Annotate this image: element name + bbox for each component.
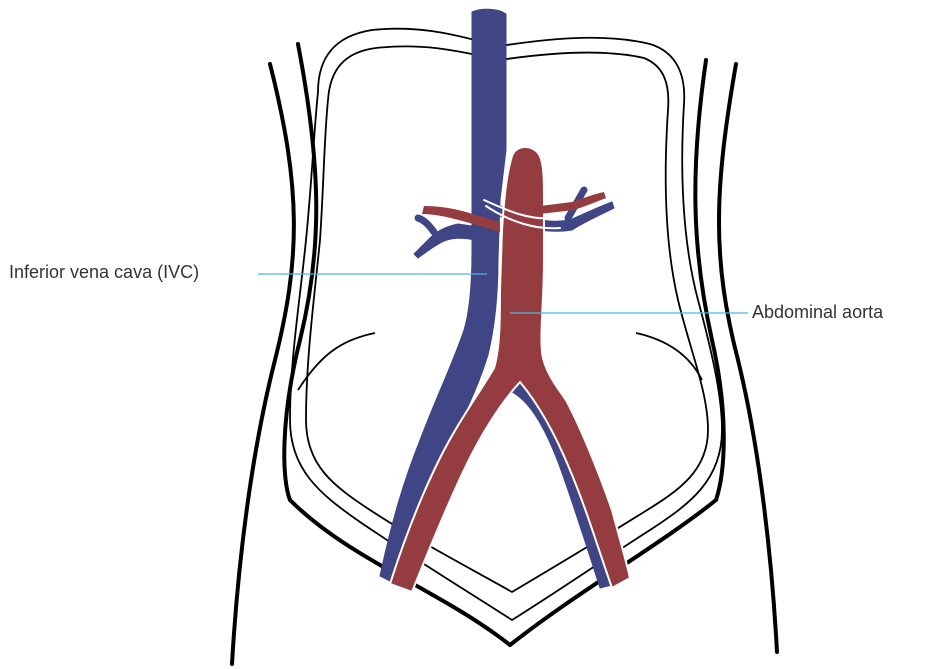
aorta-label: Abdominal aorta <box>752 302 883 322</box>
iliac-crest-right <box>636 333 702 380</box>
torso-right-outer-line <box>719 64 777 652</box>
pelvis-outline <box>290 500 716 645</box>
renal-vein-left-twig <box>418 218 434 232</box>
torso-left-outer-line <box>232 64 294 664</box>
torso-left-inner-line <box>284 44 316 500</box>
inferior-vena-cava <box>380 9 614 588</box>
torso-right-inner-line <box>695 60 723 500</box>
ivc-label: Inferior vena cava (IVC) <box>9 262 199 282</box>
